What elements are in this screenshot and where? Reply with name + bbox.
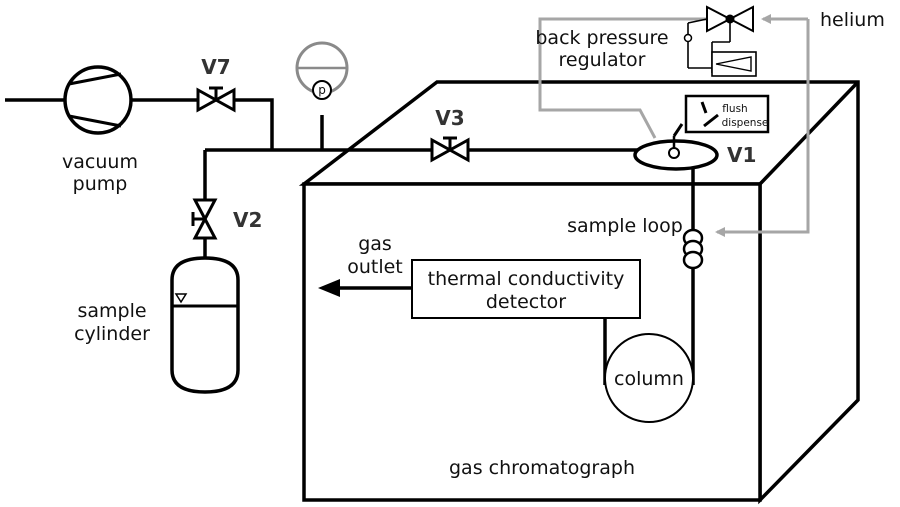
back-pressure-regulator-label-line1: back pressure [535, 27, 668, 49]
back-pressure-regulator-icon [683, 5, 757, 77]
flush-label: flush [722, 103, 747, 115]
v2-label: V2 [233, 208, 262, 232]
column-circle [604, 333, 694, 423]
sample-cylinder-icon [170, 256, 240, 394]
gas-chromatograph-box [298, 80, 860, 505]
vacuum-pump-label-line2: pump [73, 173, 128, 195]
valve-v3-icon [430, 136, 470, 163]
valve-v7-icon [196, 86, 236, 113]
valve-v1-icon [633, 123, 719, 171]
gas-outlet-arrow [318, 279, 340, 297]
column-label: column [614, 368, 684, 390]
tcd-label-line1: thermal conductivity [428, 268, 625, 290]
back-pressure-regulator-label-line2: regulator [559, 49, 646, 71]
helium-lines [538, 14, 810, 237]
v3-label: V3 [435, 106, 464, 130]
tcd-label-line2: detector [486, 291, 566, 313]
process-lines [5, 98, 695, 385]
pressure-gauge-icon [295, 41, 349, 100]
helium-label: helium [820, 9, 885, 31]
vacuum-pump-icon [63, 65, 133, 135]
pressure-gauge-label: p [318, 83, 326, 97]
vacuum-pump-label-line1: vacuum [62, 151, 138, 173]
v1-label: V1 [727, 143, 756, 167]
dispense-label: dispense [722, 117, 769, 129]
sample-loop-coil-icon [682, 228, 704, 270]
gas-chromatograph-label: gas chromatograph [449, 457, 635, 479]
v7-label: V7 [201, 55, 230, 79]
tcd-detector-box [411, 259, 641, 319]
sample-cylinder-label-line2: cylinder [74, 323, 150, 345]
gas-outlet-label-line1: gas [358, 233, 392, 255]
sample-loop-label: sample loop [567, 215, 683, 237]
sample-cylinder-label-line1: sample [77, 300, 146, 322]
gas-outlet-label-line2: outlet [347, 256, 403, 278]
flush-dispense-indicator [684, 94, 770, 134]
valve-v2-icon [191, 198, 218, 240]
